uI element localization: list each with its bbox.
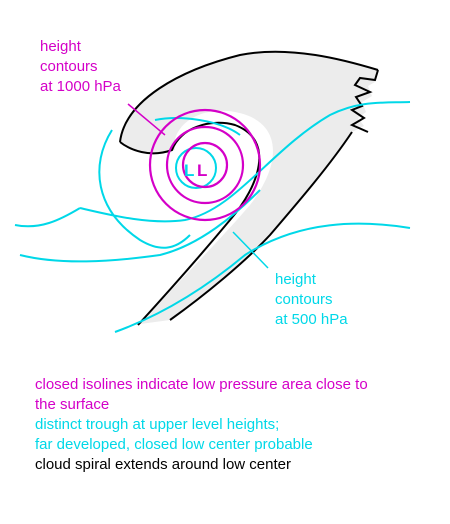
caption-line-2: the surface xyxy=(35,396,110,413)
label-500-line-1: height xyxy=(275,271,316,288)
contour-500-line-4 xyxy=(19,189,261,263)
caption-line-5: cloud spiral extends around low center xyxy=(35,456,291,473)
contour-1000-label-pointer xyxy=(127,103,166,136)
diagram-caption: closed isolines indicate low pressure ar… xyxy=(35,375,435,475)
label-contours-1000hpa: height contours at 1000 hPa xyxy=(40,37,121,97)
cloud-outline-right xyxy=(169,131,353,321)
contour-500-line-6 xyxy=(154,117,241,136)
contour-500-line-1 xyxy=(98,129,191,249)
label-contours-500hpa: height contours at 500 hPa xyxy=(275,270,348,330)
caption-line-1: closed isolines indicate low pressure ar… xyxy=(35,376,368,393)
contour-500-label-pointer xyxy=(232,231,269,269)
low-center-cyan-letter: L xyxy=(184,161,194,180)
contour-500-inner-ring xyxy=(175,147,217,189)
label-500-line-3: at 500 hPa xyxy=(275,311,348,328)
label-500-line-2: contours xyxy=(275,291,333,308)
contour-500-line-2 xyxy=(14,207,81,228)
caption-line-4: far developed, closed low center probabl… xyxy=(35,436,313,453)
caption-line-3: distinct trough at upper level heights; xyxy=(35,416,280,433)
label-1000-line-3: at 1000 hPa xyxy=(40,78,121,95)
contour-1000-middle-ring xyxy=(165,125,245,205)
cloud-outline-ragged xyxy=(349,69,379,133)
contour-500-line-5 xyxy=(114,222,411,333)
cloud-spiral-shape xyxy=(120,51,378,324)
label-1000-line-2: contours xyxy=(40,58,98,75)
low-center-magenta-letter: L xyxy=(197,161,207,180)
cloud-outline-outer xyxy=(119,50,379,143)
contour-1000-outer-ring xyxy=(148,108,262,222)
label-1000-line-1: height xyxy=(40,38,81,55)
contour-500-line-3 xyxy=(79,101,411,223)
contour-1000-inner-ring xyxy=(181,141,229,189)
